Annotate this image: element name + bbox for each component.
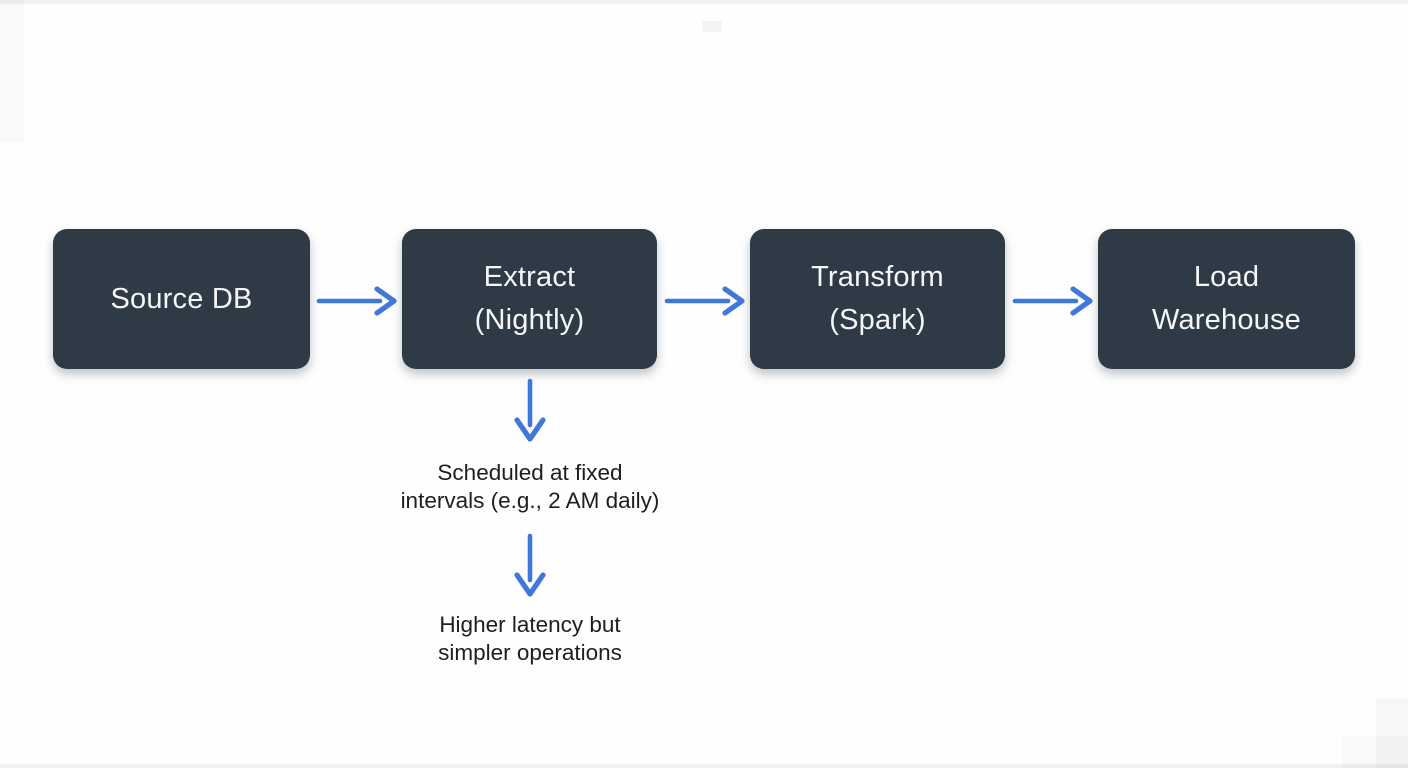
node-load-warehouse-label: Load Warehouse xyxy=(1151,261,1302,336)
node-extract: Extract (Nightly) xyxy=(402,229,657,369)
arrow-right-icon xyxy=(664,285,748,317)
annotation-schedule: Scheduled at fixed intervals (e.g., 2 AM… xyxy=(400,460,660,513)
annotation-latency: Higher latency but simpler operations xyxy=(438,612,622,665)
node-load-warehouse: Load Warehouse xyxy=(1098,229,1355,369)
arrow-right-icon xyxy=(1012,285,1096,317)
node-source-db-label: Source DB xyxy=(110,282,253,315)
node-transform: Transform (Spark) xyxy=(750,229,1005,369)
edge-artifact-bottom-right xyxy=(1376,698,1408,768)
edge-artifact-top xyxy=(0,0,1408,4)
edge-artifact-top-blob xyxy=(702,21,722,32)
arrow-down-icon xyxy=(512,378,548,444)
arrow-down-icon xyxy=(512,533,548,599)
node-transform-label: Transform (Spark) xyxy=(811,261,944,336)
node-source-db: Source DB xyxy=(53,229,310,369)
arrow-right-icon xyxy=(316,285,400,317)
node-extract-label: Extract (Nightly) xyxy=(474,261,585,336)
edge-artifact-bottom-right xyxy=(1342,736,1408,768)
edge-artifact-bottom xyxy=(0,764,1408,768)
edge-artifact-left xyxy=(0,0,24,142)
